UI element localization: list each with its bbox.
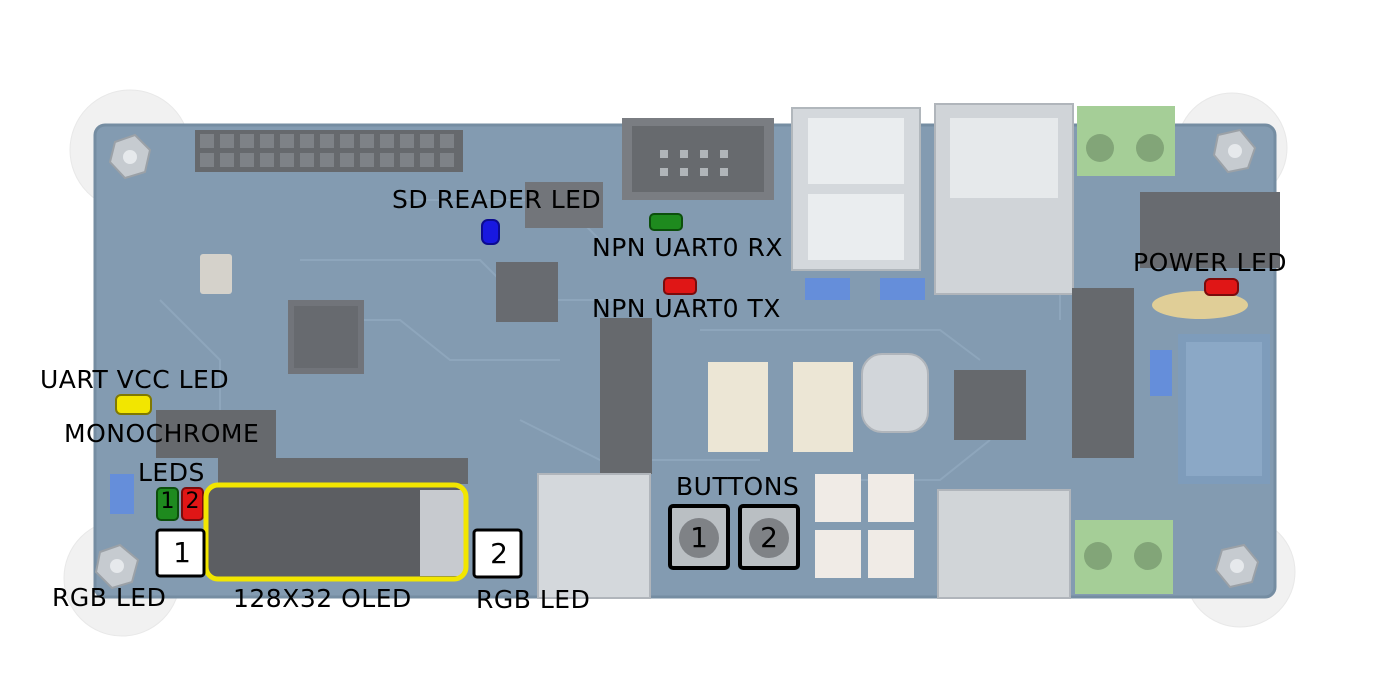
power-led-highlight xyxy=(1204,278,1239,296)
oled-panel xyxy=(208,487,464,579)
marker-mono-led-2: 2 xyxy=(185,489,200,514)
label-rgb-led-right: RGB LED xyxy=(476,585,591,614)
terminal-bottom xyxy=(1075,520,1173,594)
uart-vcc-led-highlight xyxy=(115,394,152,415)
marker-button-2: 2 xyxy=(760,521,778,554)
crystal-y1 xyxy=(200,254,232,294)
label-rgb-led-left: RGB LED xyxy=(52,583,167,612)
marker-rgb-led-1: 1 xyxy=(173,536,191,569)
rgb-led-2-highlight xyxy=(472,528,523,579)
chip-u6 xyxy=(496,262,558,322)
label-buttons: BUTTONS xyxy=(676,472,800,501)
marker-rgb-led-2: 2 xyxy=(490,537,508,570)
label-uart-vcc-led: UART VCC LED xyxy=(40,365,230,394)
pin-header-top xyxy=(195,130,463,172)
hdmi-port xyxy=(937,489,1071,599)
relay-k1 xyxy=(708,362,768,452)
usb-p16 xyxy=(537,473,651,599)
dc-jack xyxy=(1140,192,1280,268)
chip-u1 xyxy=(288,300,364,374)
ethernet-jack xyxy=(934,103,1074,295)
sd-slot xyxy=(525,182,603,228)
crystal-y3 xyxy=(861,353,929,433)
tactile-buttons xyxy=(670,508,798,568)
label-power-led: POWER LED xyxy=(1133,248,1288,277)
jumper-jp2 xyxy=(805,278,850,300)
usb-stack xyxy=(791,107,921,271)
oled-highlight xyxy=(203,482,469,582)
marker-mono-led-1: 1 xyxy=(160,489,175,514)
npn-uart0-tx-highlight xyxy=(663,277,697,295)
pin-header-p15 xyxy=(1072,288,1134,458)
pin-header-left xyxy=(156,410,276,458)
label-oled: 128X32 OLED xyxy=(233,584,412,613)
box-header-p9 xyxy=(622,118,774,200)
label-leds: LEDS xyxy=(138,458,205,487)
jumper-blue-right xyxy=(1150,350,1172,396)
button-1-highlight xyxy=(668,504,730,570)
relay-k2 xyxy=(793,362,853,452)
relay-rl1 xyxy=(1178,334,1270,484)
white-connectors xyxy=(815,474,914,578)
terminal-top xyxy=(1077,106,1175,176)
pin-header-p11 xyxy=(218,458,468,484)
label-npn-uart0-rx: NPN UART0 RX xyxy=(592,233,783,262)
sd-reader-led-highlight xyxy=(481,219,500,245)
chip-u12 xyxy=(954,370,1026,440)
yellow-capacitor xyxy=(1152,291,1248,319)
jumper-blue-left xyxy=(110,474,134,514)
label-npn-uart0-tx: NPN UART0 TX xyxy=(592,294,781,323)
label-monochrome: MONOCHROME xyxy=(64,419,260,448)
jumper-jp1 xyxy=(880,278,925,300)
pin-header-p13 xyxy=(600,318,652,474)
marker-button-1: 1 xyxy=(690,521,708,554)
rgb-led-1-highlight xyxy=(155,528,206,578)
npn-uart0-rx-highlight xyxy=(649,213,683,231)
label-sd-reader-led: SD READER LED xyxy=(392,185,602,214)
button-2-highlight xyxy=(738,504,800,570)
mono-led-1-highlight xyxy=(156,487,179,521)
mono-led-2-highlight xyxy=(181,487,204,521)
